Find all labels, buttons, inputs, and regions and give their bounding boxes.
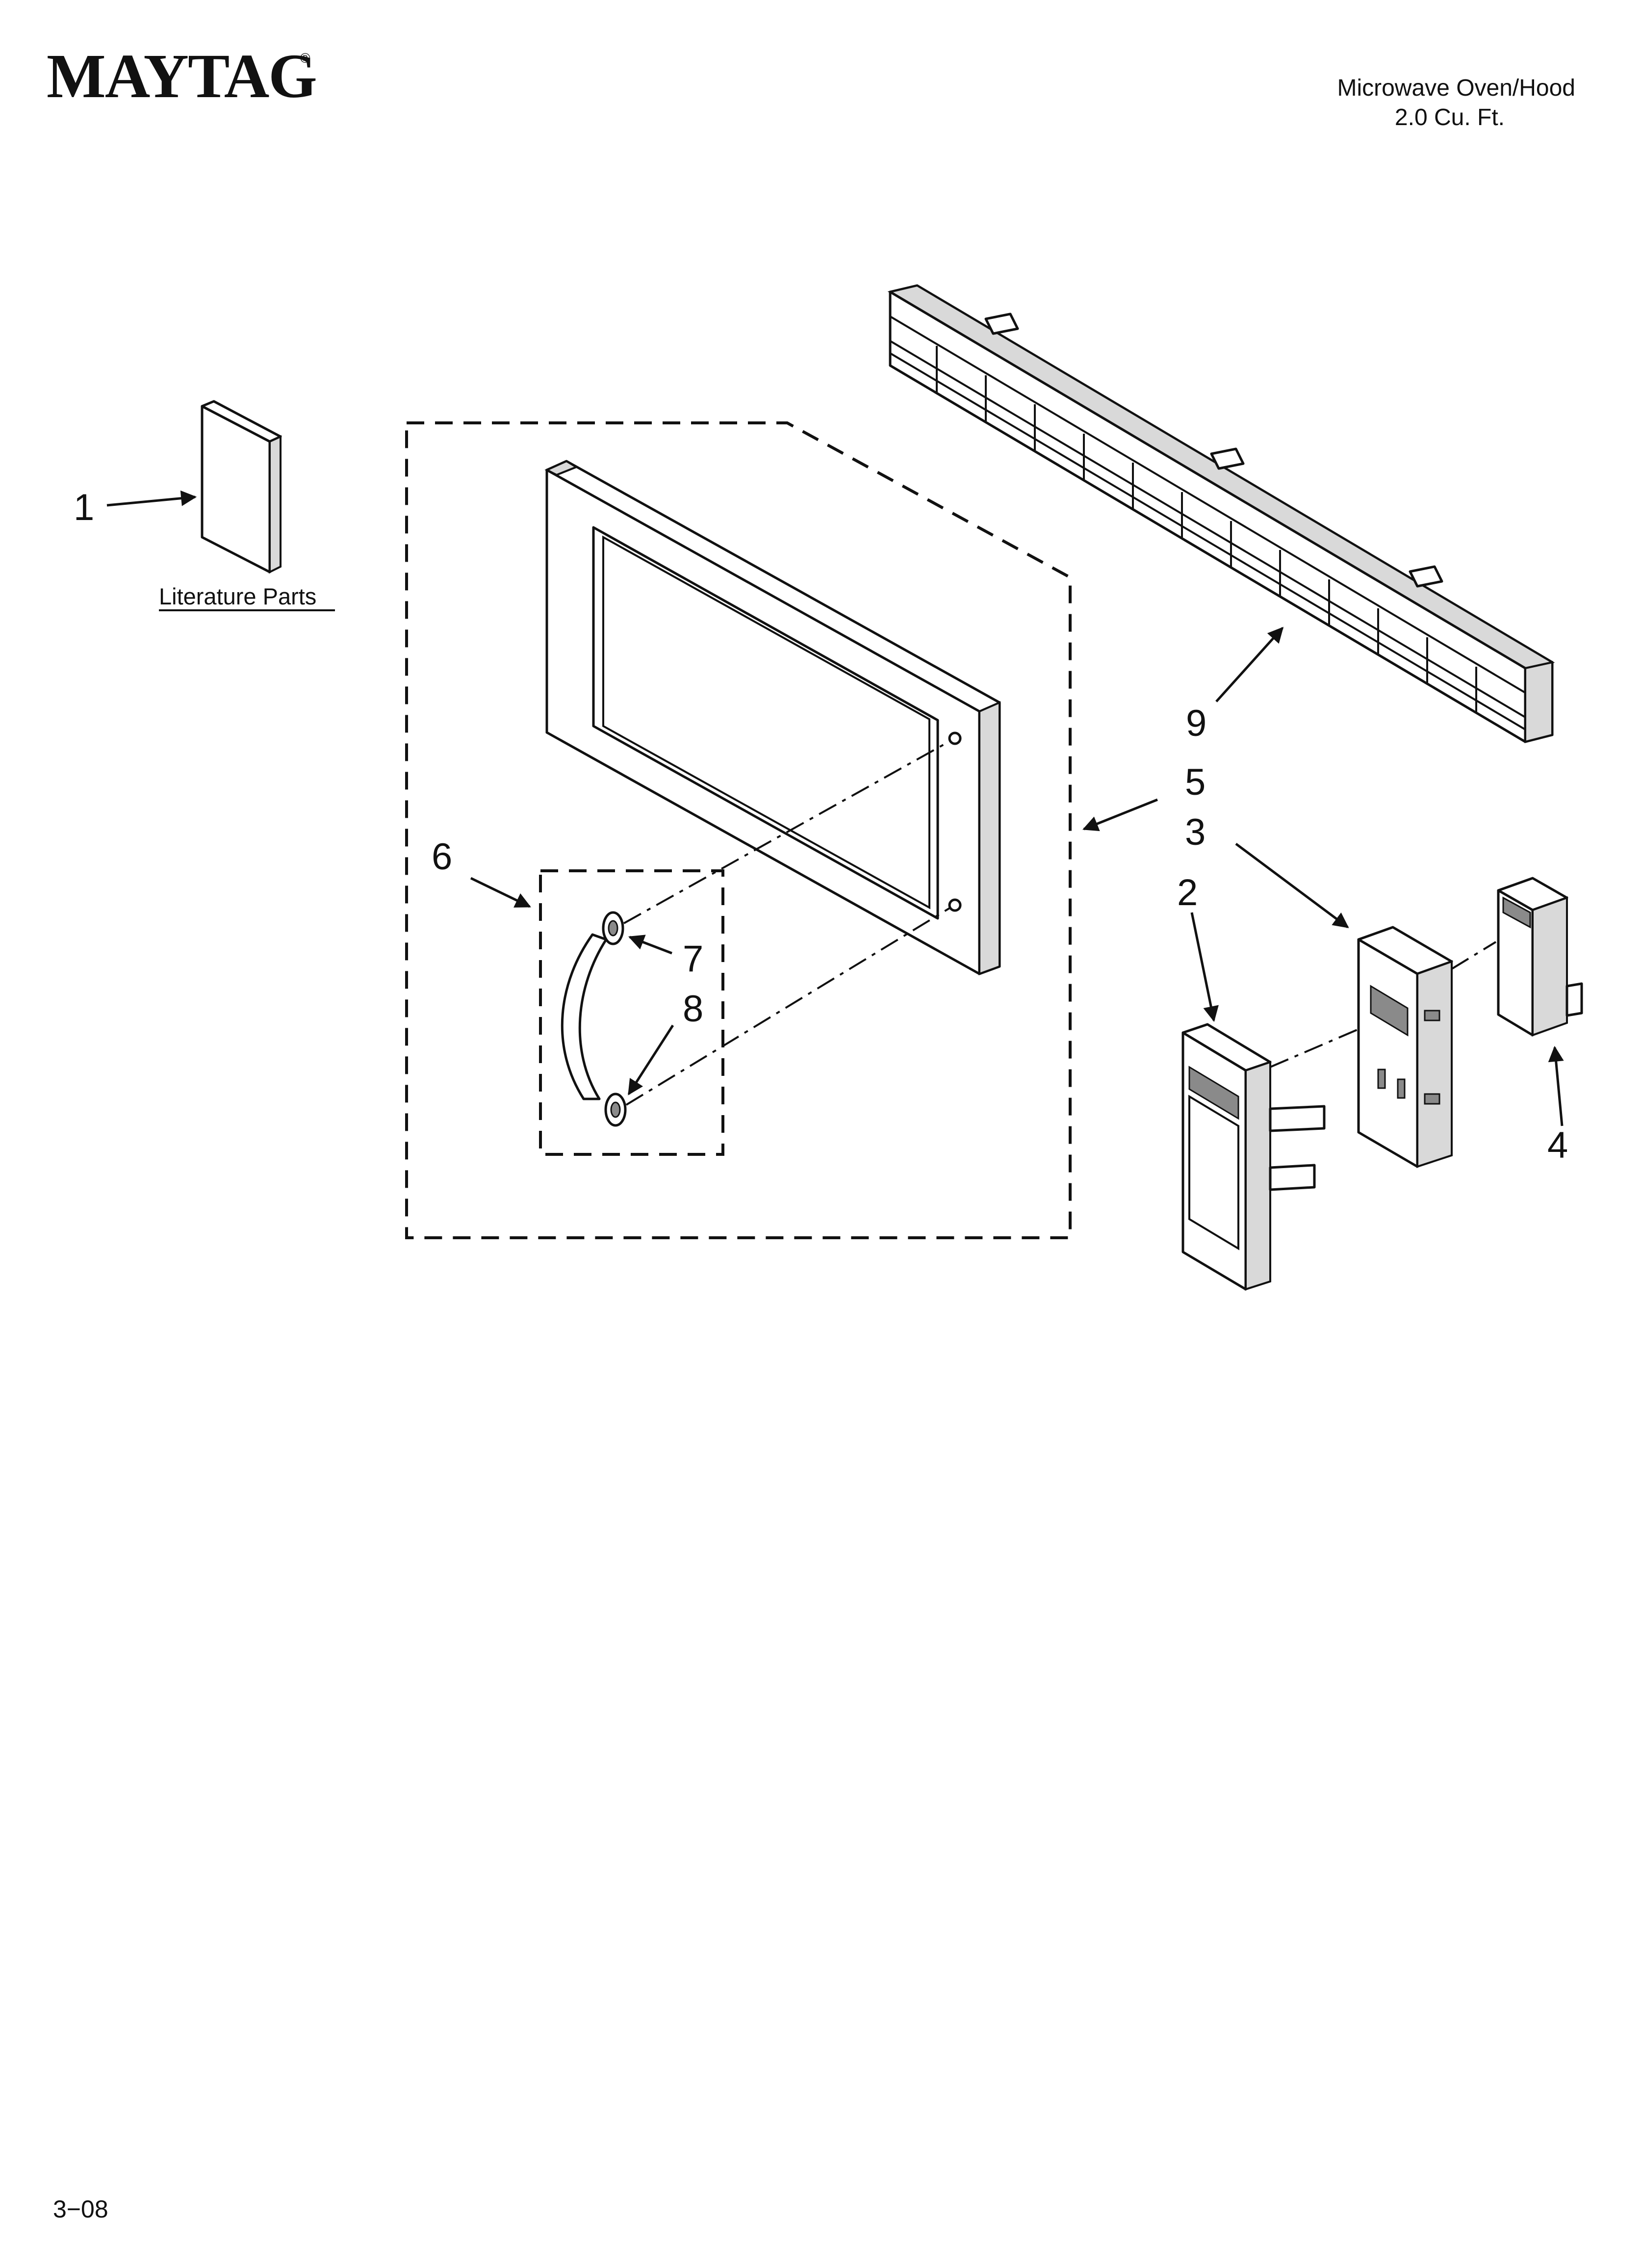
callout-5: 5 (1185, 761, 1206, 803)
alignment-line-lower (625, 907, 951, 1106)
callout-4: 4 (1547, 1124, 1568, 1166)
product-title-line2: 2.0 Cu. Ft. (1395, 104, 1505, 130)
control-panel-part (1181, 1023, 1326, 1291)
callout-2-leader (1190, 912, 1219, 1022)
handle-assembly-boundary (539, 869, 724, 1156)
door-assembly-boundary (405, 421, 1072, 1239)
callout-2: 2 (1177, 872, 1198, 913)
literature-booklet-part (201, 400, 282, 574)
keypad-part (1497, 877, 1583, 1037)
brand-registered-mark: ® (300, 51, 310, 66)
callout-5-leader (1082, 798, 1158, 832)
door-panel-part (544, 460, 1001, 975)
brand-logo: MAYTAG (47, 41, 316, 111)
callout-7-leader (628, 935, 672, 955)
callout-6: 6 (432, 836, 452, 878)
door-handle-part (561, 911, 627, 1127)
alignment-line-upper (623, 740, 951, 924)
control-panel-alignment-line (1270, 1022, 1374, 1068)
callout-6-leader (470, 877, 531, 908)
callout-7: 7 (683, 938, 703, 980)
control-board-alignment-line (1451, 941, 1497, 970)
literature-parts-label: Literature Parts (159, 583, 316, 609)
callout-3: 3 (1185, 811, 1206, 853)
callout-3-leader (1235, 842, 1349, 929)
callout-8-leader (627, 1024, 674, 1095)
callout-4-leader (1548, 1045, 1564, 1126)
footer-code: 3−08 (53, 2195, 108, 2223)
callout-1-leader (106, 490, 197, 507)
electronic-control-part (1357, 926, 1453, 1168)
vent-grille-part (887, 284, 1555, 743)
callout-9-leader (1215, 626, 1284, 703)
product-title-line1: Microwave Oven/Hood (1337, 75, 1575, 101)
callout-1: 1 (74, 487, 94, 528)
callout-9: 9 (1186, 703, 1206, 744)
callout-8: 8 (683, 988, 703, 1030)
